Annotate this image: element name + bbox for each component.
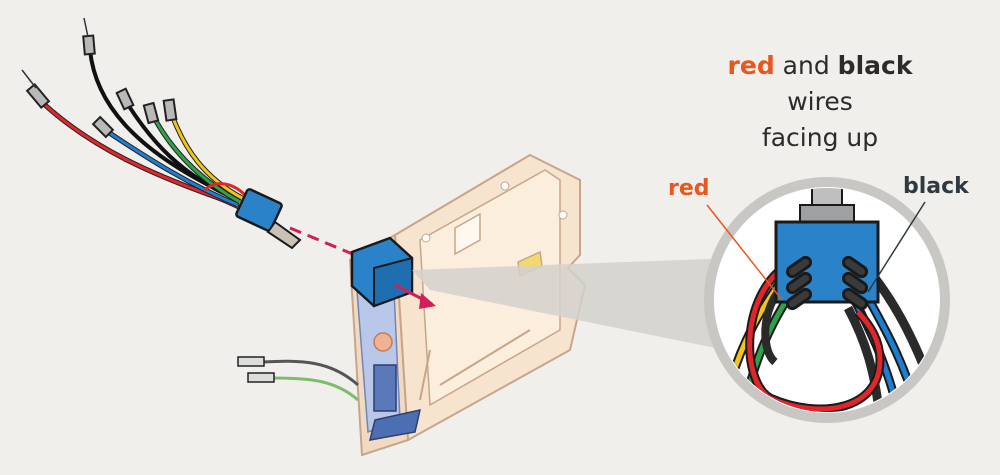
leader-black	[867, 201, 926, 293]
caption-line-2: wires	[787, 87, 853, 116]
caption-line-1: red and black	[700, 48, 940, 84]
caption-red-word: red	[727, 51, 775, 80]
instruction-caption: red and black wires facing up	[700, 48, 940, 156]
toggle-switch-body	[235, 188, 283, 232]
lower-wires	[237, 356, 359, 402]
leader-red	[706, 204, 783, 301]
caption-black-word: black	[837, 51, 913, 80]
label-red-wire: red	[668, 176, 710, 201]
caption-and-word: and	[774, 51, 838, 80]
connector-pins	[25, 34, 178, 139]
label-black-wire: black	[903, 174, 969, 199]
insert-arrow	[394, 283, 436, 309]
switch-with-wires	[21, 17, 302, 250]
caption-line-3: facing up	[761, 123, 879, 152]
zoom-detail	[704, 177, 950, 423]
zoom-beam	[412, 258, 735, 352]
toggle-lever	[266, 220, 302, 250]
guide-line	[289, 226, 356, 257]
